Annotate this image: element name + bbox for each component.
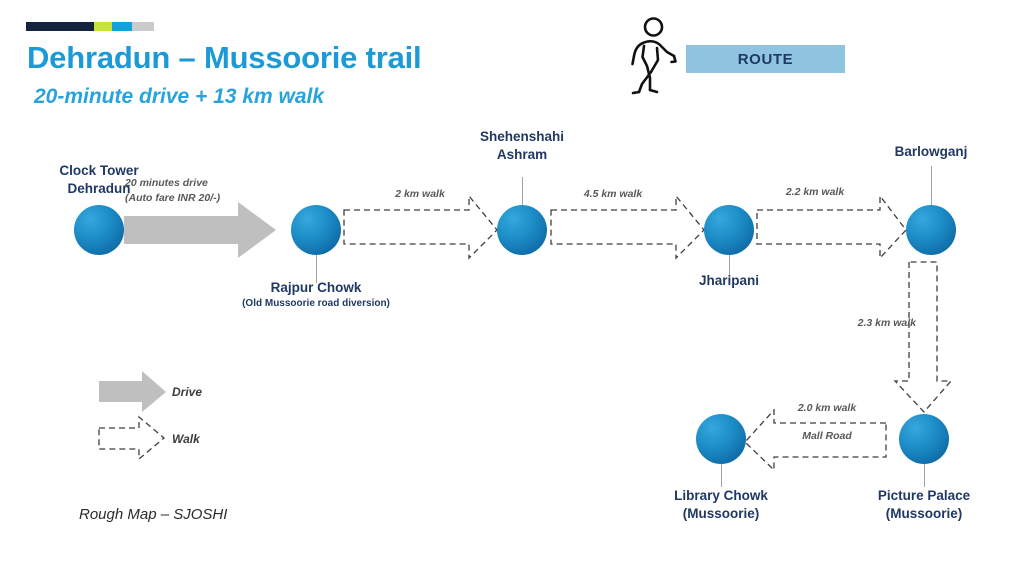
node-label-line1: Clock Tower xyxy=(59,163,139,178)
route-badge-label: ROUTE xyxy=(737,50,794,68)
node-library-chowk[interactable] xyxy=(696,414,746,464)
node-label-barlowganj: Barlowganj xyxy=(856,143,1006,161)
node-shehenshahi-ashram[interactable] xyxy=(497,205,547,255)
legend-walk-arrow xyxy=(98,415,166,461)
node-label-clock-tower: Clock Tower Dehradun xyxy=(24,162,174,198)
node-label-shehenshahi-ashram: Shehenshahi Ashram xyxy=(447,128,597,164)
edge-caption-picture-palace-to-library-chowk-road: Mall Road xyxy=(762,430,892,442)
node-connector-rajpur-chowk xyxy=(316,255,317,283)
slide-title: Dehradun – Mussoorie trail xyxy=(27,40,422,75)
edge-caption-shehenshahi-ashram-to-jharipani: 4.5 km walk xyxy=(533,188,693,200)
node-label-line2: Ashram xyxy=(496,147,548,163)
node-label-line2: Dehradun xyxy=(67,181,131,197)
edge-caption-barlowganj-to-picture-palace: 2.3 km walk xyxy=(806,317,916,329)
accent-bar-segment-1 xyxy=(26,22,94,31)
edge-caption-clock-tower-to-rajpur-chowk: 20 minutes drive (Auto fare INR 20/-) xyxy=(125,176,285,206)
edge-caption-line1: 2.2 km walk xyxy=(785,186,845,198)
node-rajpur-chowk[interactable] xyxy=(291,205,341,255)
node-label-line1: Library Chowk xyxy=(674,488,768,503)
node-connector-barlowganj xyxy=(931,166,932,205)
edge-caption-line1: 20 minutes drive xyxy=(125,177,208,189)
node-label-line2: (Mussoorie) xyxy=(682,506,760,522)
node-label-line1: Barlowganj xyxy=(894,144,968,159)
footer-credit: Rough Map – SJOSHI xyxy=(79,506,228,523)
edge-caption-jharipani-to-barlowganj: 2.2 km walk xyxy=(735,186,895,198)
node-label-line1: Shehenshahi xyxy=(479,129,565,144)
edge-caption-line2: Mall Road xyxy=(802,430,852,442)
legend-drive-arrow xyxy=(99,371,166,412)
node-connector-library-chowk xyxy=(721,464,722,487)
edge-arrow-barlowganj-to-picture-palace xyxy=(893,261,953,413)
edge-caption-picture-palace-to-library-chowk-distance: 2.0 km walk xyxy=(752,402,902,414)
node-connector-shehenshahi-ashram xyxy=(522,177,523,205)
accent-bar-segment-2 xyxy=(94,22,112,31)
legend-drive-label: Drive xyxy=(172,385,203,399)
node-sublabel-rajpur-chowk: (Old Mussoorie road diversion) xyxy=(242,298,390,309)
legend-walk-label: Walk xyxy=(172,432,200,446)
node-jharipani[interactable] xyxy=(704,205,754,255)
node-connector-jharipani xyxy=(729,255,730,279)
node-label-library-chowk: Library Chowk (Mussoorie) xyxy=(646,487,796,523)
edge-caption-line1: 2.3 km walk xyxy=(857,317,916,329)
edge-caption-line1: 2 km walk xyxy=(395,188,445,200)
node-label-rajpur-chowk: Rajpur Chowk xyxy=(241,279,391,297)
edge-arrow-jharipani-to-barlowganj xyxy=(756,194,907,260)
node-label-line2: (Mussoorie) xyxy=(885,506,963,522)
node-label-line1: Jharipani xyxy=(698,273,760,288)
edge-arrow-shehenshahi-ashram-to-jharipani xyxy=(550,194,705,260)
route-badge: ROUTE xyxy=(686,45,845,73)
edge-caption-line1: 4.5 km walk xyxy=(583,188,643,200)
node-connector-picture-palace xyxy=(924,464,925,487)
edge-caption-line2: (Auto fare INR 20/-) xyxy=(125,192,221,205)
node-picture-palace[interactable] xyxy=(899,414,949,464)
slide-subtitle: 20-minute drive + 13 km walk xyxy=(34,85,325,108)
edge-caption-rajpur-chowk-to-shehenshahi-ashram: 2 km walk xyxy=(340,188,500,200)
edge-arrow-rajpur-chowk-to-shehenshahi-ashram xyxy=(343,194,498,260)
accent-bar-segment-3 xyxy=(112,22,132,31)
node-barlowganj[interactable] xyxy=(906,205,956,255)
accent-bar xyxy=(26,22,154,31)
node-label-line1: Picture Palace xyxy=(877,488,971,503)
node-clock-tower[interactable] xyxy=(74,205,124,255)
accent-bar-segment-4 xyxy=(132,22,154,31)
edge-caption-line1: 2.0 km walk xyxy=(797,402,857,414)
node-label-jharipani: Jharipani xyxy=(654,272,804,290)
node-label-picture-palace: Picture Palace (Mussoorie) xyxy=(849,487,999,523)
pedestrian-walking-icon xyxy=(627,16,681,96)
edge-arrow-clock-tower-to-rajpur-chowk xyxy=(124,202,276,258)
node-label-line1: Rajpur Chowk xyxy=(270,280,362,295)
